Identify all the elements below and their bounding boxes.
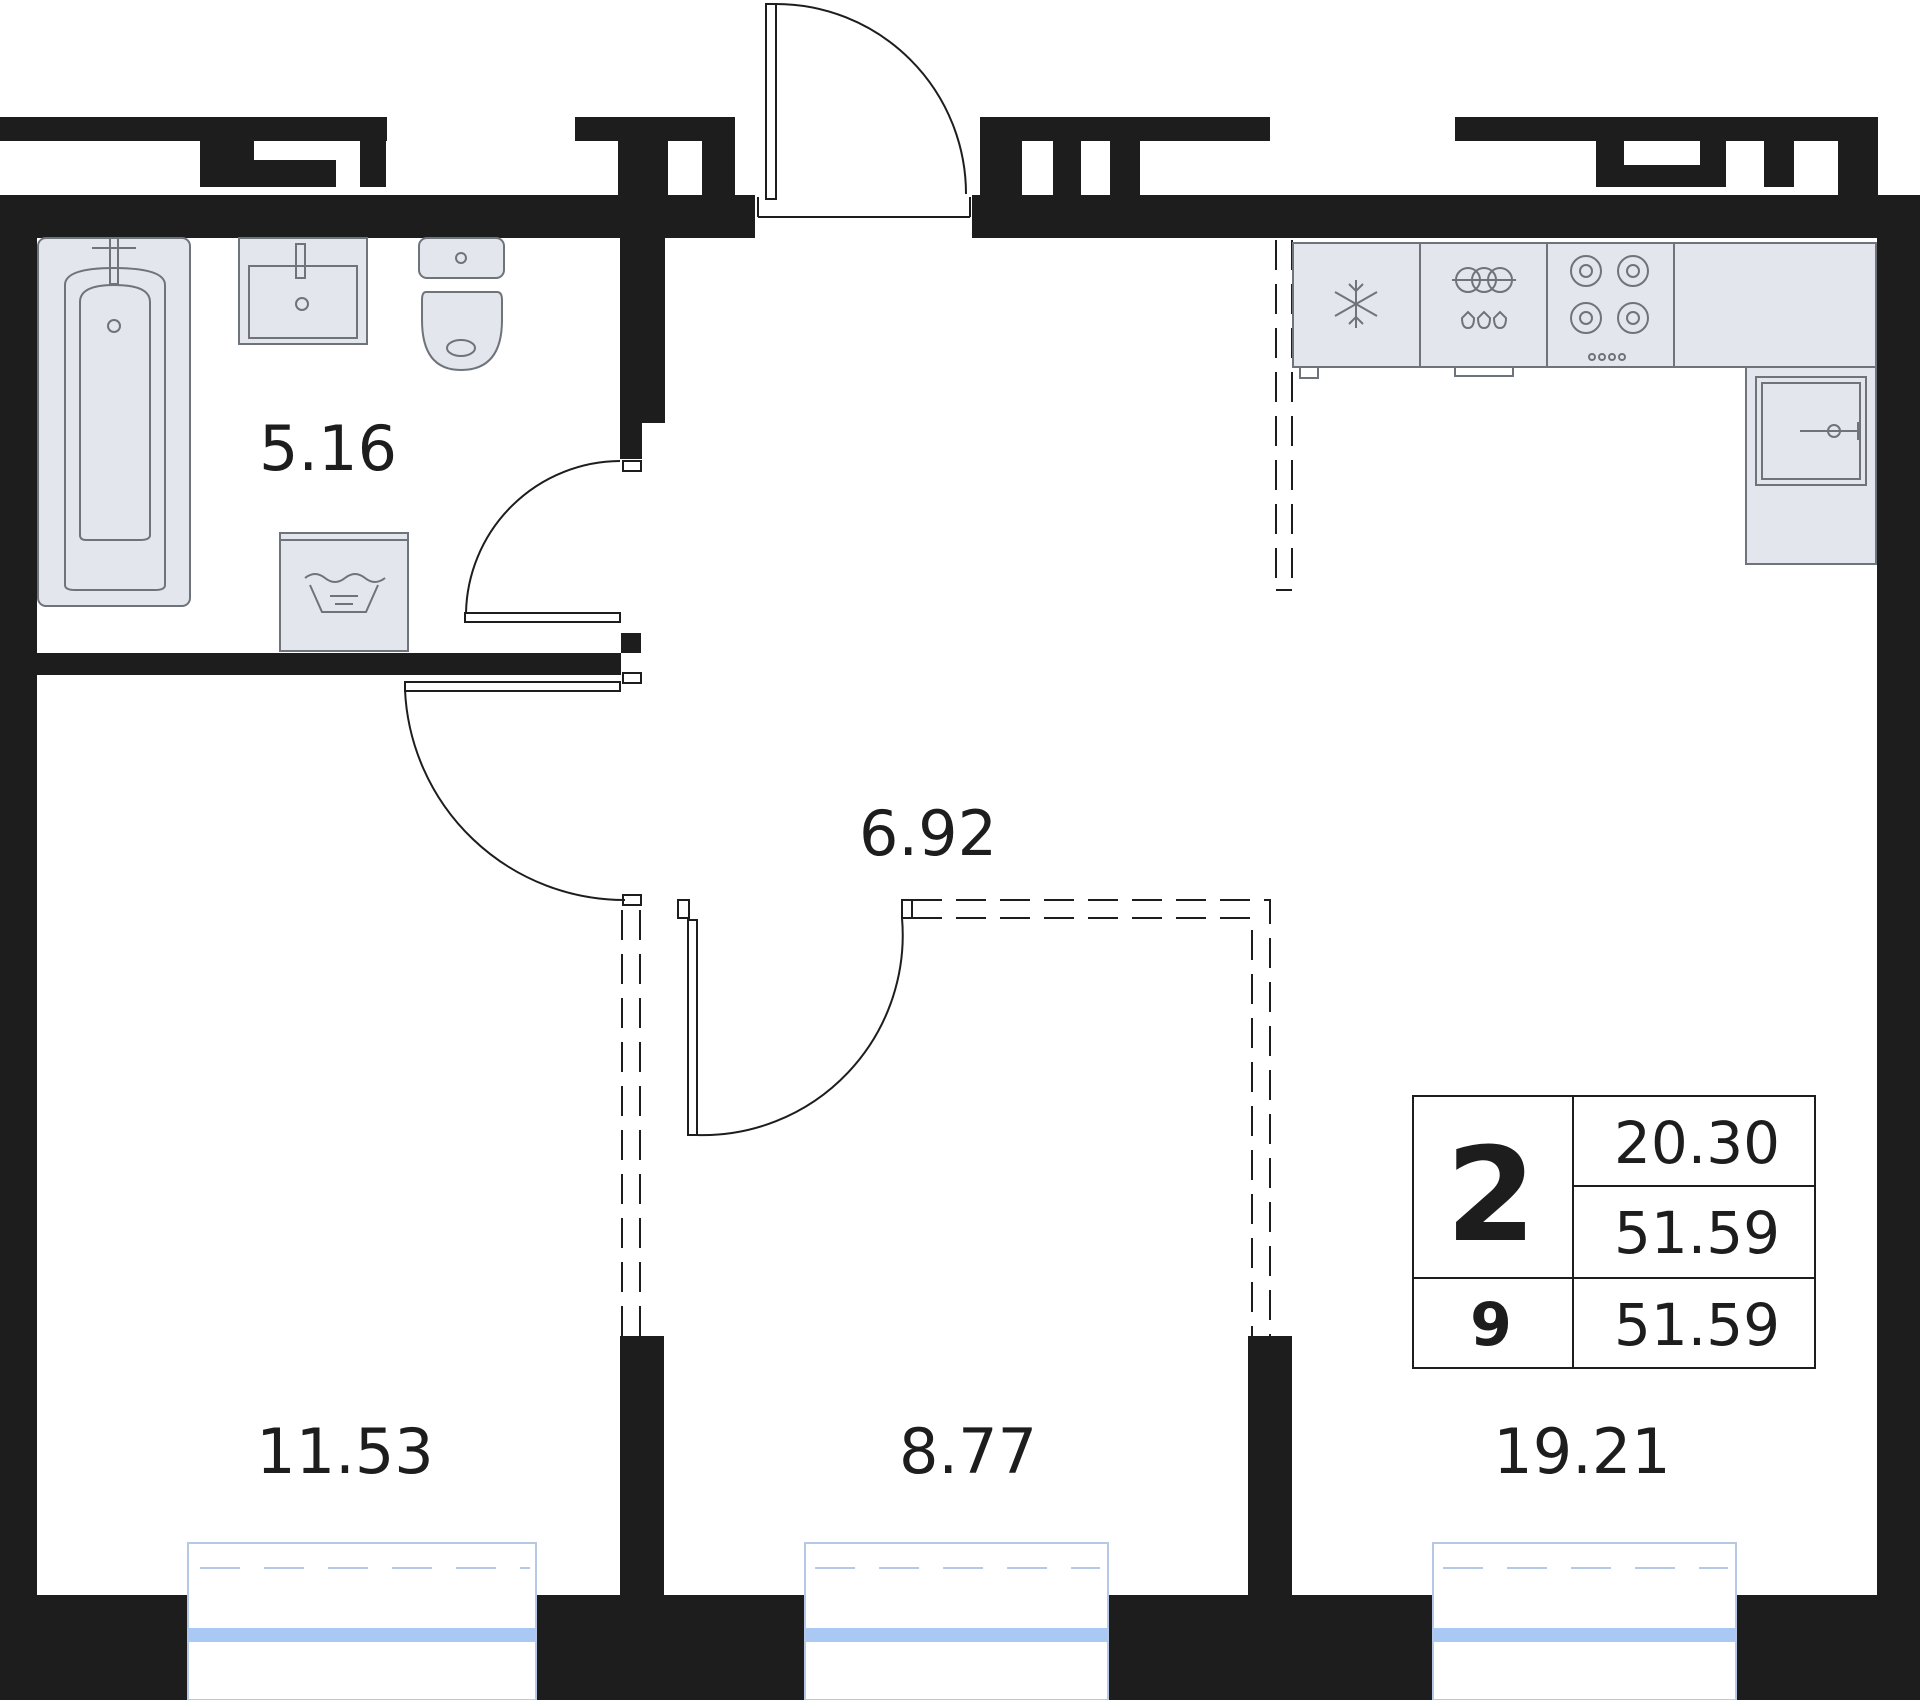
top-left-facade <box>0 117 202 141</box>
window-middle-room <box>804 1542 1109 1700</box>
bathroom-door <box>464 460 642 623</box>
middle-room-door <box>677 899 913 1137</box>
top-right-pier-d <box>1596 117 1624 187</box>
info-table: 2 9 20.30 51.59 51.59 <box>1412 1095 1816 1369</box>
top-right-pier-e <box>1624 165 1724 187</box>
dishwasher <box>1419 242 1548 377</box>
kitchen-living-area-label: 19.21 <box>1493 1415 1671 1488</box>
top-wall-left <box>0 195 755 238</box>
top-wall-right <box>972 195 1877 238</box>
living-area: 20.30 <box>1614 1109 1780 1177</box>
kitchen-sink <box>1745 366 1877 565</box>
stove <box>1546 242 1675 368</box>
entrance-door <box>757 3 971 218</box>
bedroom-right-wall <box>620 1336 664 1596</box>
top-right-pier-b <box>1053 140 1081 197</box>
total-area-with-balcony: 51.59 <box>1614 1291 1780 1359</box>
top-left-pier-e <box>702 117 735 197</box>
washing-machine <box>279 532 409 652</box>
top-right-pier-h <box>1838 117 1878 237</box>
bedroom-door <box>404 672 642 906</box>
middle-room-area-label: 8.77 <box>899 1415 1037 1488</box>
window-bedroom <box>187 1542 537 1700</box>
top-right-pier-g <box>1764 117 1794 187</box>
dishwasher-icon <box>1452 267 1516 330</box>
left-wall <box>0 195 37 1595</box>
right-wall <box>1877 195 1920 1595</box>
bath-bottom-wall <box>37 653 621 675</box>
room-count: 2 <box>1446 1119 1536 1271</box>
stove-icon <box>1570 255 1649 361</box>
top-right-facade-2 <box>1455 117 1875 141</box>
bedroom-area-label: 11.53 <box>256 1415 434 1488</box>
top-right-facade <box>980 117 1270 141</box>
fridge <box>1292 242 1421 379</box>
bathroom-area-label: 5.16 <box>259 412 397 485</box>
bath-right-wall <box>620 238 665 423</box>
total-area: 51.59 <box>1614 1199 1780 1267</box>
top-left-pier-d <box>618 117 668 197</box>
window-kitchen <box>1432 1542 1737 1700</box>
top-left-pier-c <box>360 117 386 187</box>
top-left-pier-a <box>200 117 254 187</box>
toilet <box>418 237 505 372</box>
kitchen-sink-icon <box>1800 422 1860 440</box>
top-left-pier-b <box>254 160 336 187</box>
bath-right-wall-stub-2 <box>621 633 641 653</box>
sink <box>238 237 368 345</box>
windows <box>187 1542 1737 1700</box>
top-right-pier-a <box>980 117 1022 197</box>
hallway-area-label: 6.92 <box>859 797 997 870</box>
counter-corner <box>1673 242 1877 368</box>
floor-number: 9 <box>1470 1290 1512 1360</box>
bath-right-wall-stub <box>620 423 642 459</box>
washing-machine-icon <box>304 573 386 613</box>
middle-room-right-wall <box>1248 1336 1292 1596</box>
zone-lines <box>621 240 1293 1336</box>
top-right-pier-f <box>1700 117 1726 187</box>
top-right-pier-c <box>1110 140 1140 197</box>
bathtub <box>37 237 191 607</box>
snowflake-icon <box>1334 280 1378 328</box>
